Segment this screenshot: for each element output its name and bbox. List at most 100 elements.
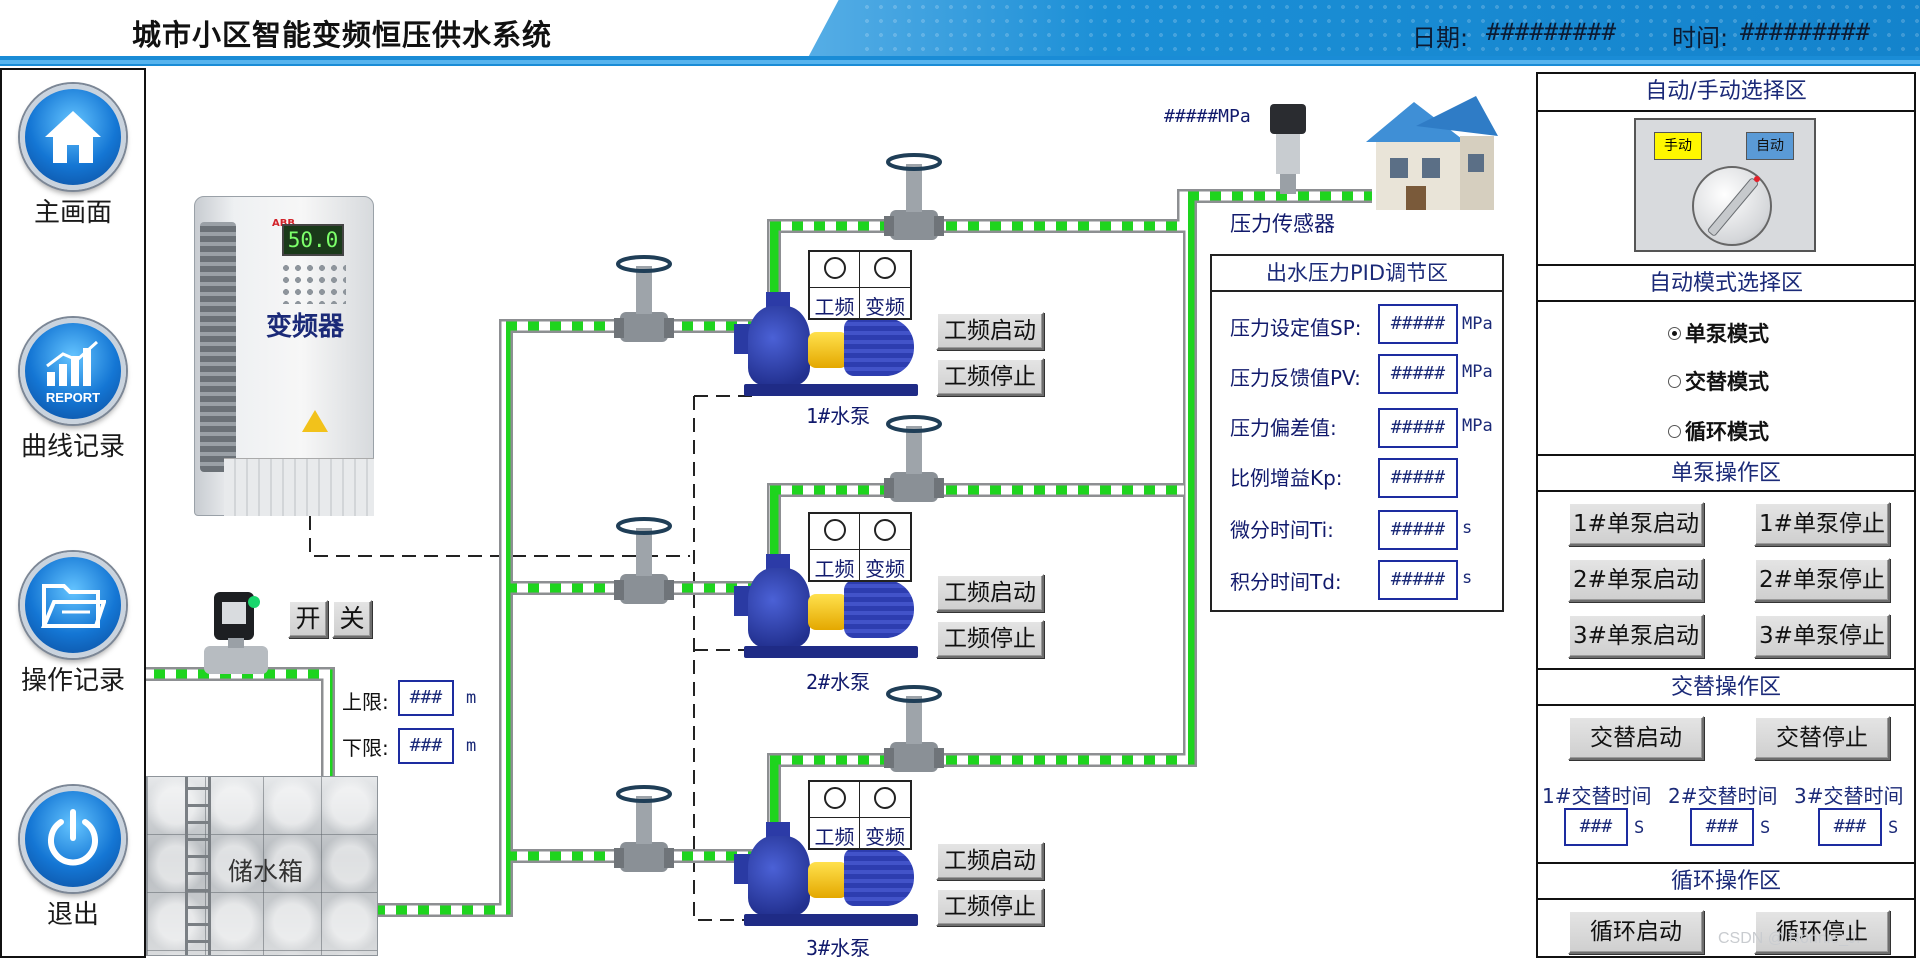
inverter-label: 变频器: [266, 312, 345, 342]
mode-single-label: 单泵模式: [1685, 322, 1769, 346]
pid-kp-input[interactable]: #####: [1378, 458, 1458, 498]
pid-ti-input[interactable]: #####: [1378, 510, 1458, 550]
selector-knob[interactable]: [1692, 166, 1772, 246]
report-badge: REPORT: [46, 390, 100, 405]
home-icon: [20, 84, 126, 190]
pump-2-label: 2#水泵: [806, 670, 871, 694]
house-icon: [1366, 96, 1498, 210]
nav-item-operations[interactable]: 操作记录: [2, 552, 144, 697]
lower-limit-label: 下限:: [342, 736, 389, 760]
header-blue-band: [760, 0, 1920, 66]
pid-td-unit: s: [1462, 568, 1473, 588]
pump-2-var-lamp: [874, 519, 896, 541]
tank-label: 储水箱: [228, 857, 304, 886]
alternate-start-button[interactable]: 交替启动: [1568, 716, 1704, 760]
pump-1-icon: [734, 292, 918, 402]
pump-3-start-button[interactable]: 工频启动: [936, 842, 1044, 880]
pid-td-input[interactable]: #####: [1378, 560, 1458, 600]
pump-1-single-stop-button[interactable]: 1#单泵停止: [1754, 502, 1890, 546]
pump-2-single-stop-button[interactable]: 2#单泵停止: [1754, 558, 1890, 602]
inverter-display: 50.0: [282, 224, 344, 256]
nav-item-home[interactable]: 主画面: [2, 84, 144, 229]
nav-item-report[interactable]: REPORT 曲线记录: [2, 318, 144, 463]
auto-manual-title: 自动/手动选择区: [1538, 74, 1914, 112]
power-icon: [20, 786, 126, 892]
alt-time-1-input[interactable]: ###: [1564, 808, 1628, 846]
inverter-heatsink: [200, 222, 236, 472]
cycle-stop-button[interactable]: 循环停止: [1754, 910, 1890, 954]
pid-panel: 出水压力PID调节区 压力设定值SP: ##### MPa 压力反馈值PV: #…: [1210, 254, 1504, 612]
pid-panel-title: 出水压力PID调节区: [1212, 256, 1502, 292]
header-stripe-light: [0, 60, 1920, 64]
left-nav: 主画面 REPORT 曲线记录 操作记录: [0, 68, 146, 958]
alternate-title: 交替操作区: [1538, 668, 1914, 706]
single-pump-title: 单泵操作区: [1538, 454, 1914, 492]
pid-pv-unit: MPa: [1462, 362, 1493, 382]
pump-2-var-label: 变频: [860, 549, 910, 582]
pump-3-stop-button[interactable]: 工频停止: [936, 888, 1044, 926]
manual-mode-button[interactable]: 手动: [1654, 132, 1702, 160]
valve-close-button[interactable]: 关: [332, 600, 372, 638]
selector-knob-bar: [1706, 176, 1760, 238]
nav-label-operations: 操作记录: [20, 666, 125, 696]
watermark: CSDN @ Ronnie_J.: [1718, 930, 1861, 947]
cycle-start-button[interactable]: 循环启动: [1568, 910, 1704, 954]
alt-time-2-input[interactable]: ###: [1690, 808, 1754, 846]
pump-3-single-stop-button[interactable]: 3#单泵停止: [1754, 614, 1890, 658]
pid-td-label: 积分时间Td:: [1230, 570, 1342, 594]
inverter-base: [224, 458, 374, 516]
lower-limit-unit: m: [466, 736, 477, 756]
pump-1-start-button[interactable]: 工频启动: [936, 312, 1044, 350]
header-texture: [860, 0, 1920, 56]
inverter-unit: ABB 50.0 变频器: [194, 196, 374, 516]
pump-3-icon: [734, 822, 918, 932]
pid-error-label: 压力偏差值:: [1230, 416, 1337, 440]
pid-error-input[interactable]: #####: [1378, 408, 1458, 448]
water-tank: [146, 776, 378, 956]
lower-limit-input[interactable]: ###: [398, 728, 454, 764]
pid-ti-unit: s: [1462, 518, 1473, 538]
pid-sp-label: 压力设定值SP:: [1230, 316, 1362, 340]
mode-cycle-label: 循环模式: [1685, 420, 1769, 444]
mode-cycle-radio[interactable]: 循环模式: [1668, 416, 1769, 446]
pump-3-var-label: 变频: [860, 817, 910, 850]
mode-single-radio[interactable]: 单泵模式: [1668, 318, 1769, 348]
pid-sp-input[interactable]: #####: [1378, 304, 1458, 344]
mode-alternate-radio[interactable]: 交替模式: [1668, 366, 1769, 396]
upper-limit-input[interactable]: ###: [398, 680, 454, 716]
valve-open-button[interactable]: 开: [288, 600, 328, 638]
header-bar: 城市小区智能变频恒压供水系统 日期: ######### 时间: #######…: [0, 0, 1920, 66]
pump-2-start-button[interactable]: 工频启动: [936, 574, 1044, 612]
pump-2-single-start-button[interactable]: 2#单泵启动: [1568, 558, 1704, 602]
pump-1-single-start-button[interactable]: 1#单泵启动: [1568, 502, 1704, 546]
nav-item-exit[interactable]: 退出: [2, 786, 144, 931]
alternate-stop-button[interactable]: 交替停止: [1754, 716, 1890, 760]
tank-ladder: [185, 777, 211, 955]
solenoid-valve-icon: [204, 592, 268, 674]
pump-2-stop-button[interactable]: 工频停止: [936, 620, 1044, 658]
valve-1-suction: [614, 255, 674, 342]
folder-icon: [20, 552, 126, 658]
alt-time-3-input[interactable]: ###: [1818, 808, 1882, 846]
auto-mode-button[interactable]: 自动: [1746, 132, 1794, 160]
pump-3-var-lamp: [874, 787, 896, 809]
pump-1-var-label: 变频: [860, 287, 910, 320]
radio-dot-alternate: [1668, 374, 1681, 388]
pump-3-single-start-button[interactable]: 3#单泵启动: [1568, 614, 1704, 658]
right-control-panel: 自动/手动选择区 自动模式选择区 单泵模式 交替模式 循环模式 单泵操作区 1#…: [1536, 72, 1916, 958]
pump-1-stop-button[interactable]: 工频停止: [936, 358, 1044, 396]
pump-3-freq-label: 工频: [810, 817, 859, 850]
time-value: #########: [1740, 18, 1871, 46]
pid-pv-input[interactable]: #####: [1378, 354, 1458, 394]
alt-time-1-unit: S: [1634, 818, 1645, 838]
pid-error-unit: MPa: [1462, 416, 1493, 436]
pump-2-icon: [734, 554, 918, 664]
pump-1-freq-lamp: [823, 257, 846, 279]
pump-2-freq-label: 工频: [810, 549, 859, 582]
radio-dot-cycle: [1668, 424, 1681, 438]
pump-2-mode-indicator: 工频 变频: [808, 512, 912, 582]
pump-1-label: 1#水泵: [806, 404, 871, 428]
alt-time-1-label: 1#交替时间: [1542, 784, 1652, 808]
pump-3-label: 3#水泵: [806, 936, 871, 958]
pressure-sensor-label: 压力传感器: [1230, 212, 1335, 236]
